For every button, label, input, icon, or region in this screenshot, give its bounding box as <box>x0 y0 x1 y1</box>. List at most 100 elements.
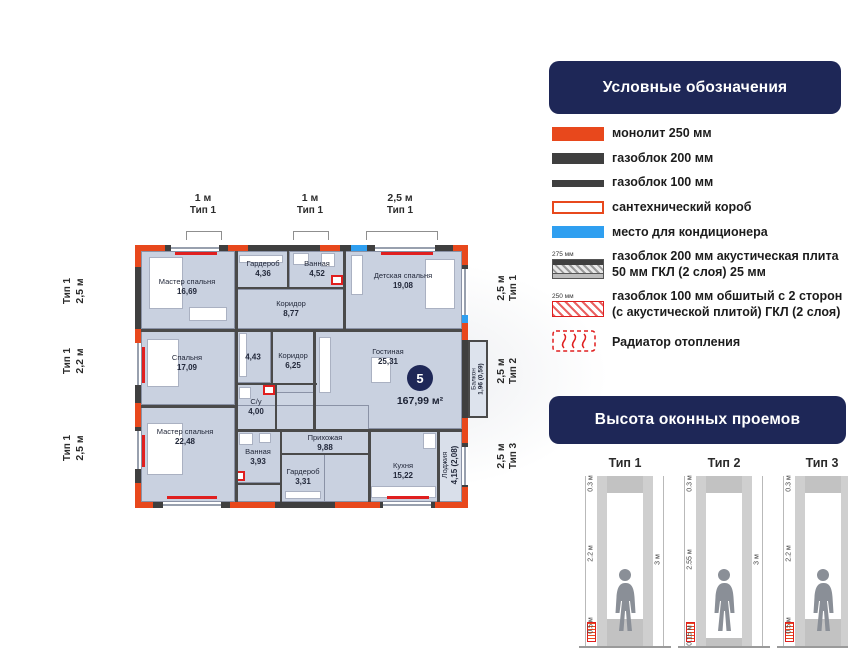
radiator-strip <box>167 496 217 499</box>
monolith-wall-segment <box>462 245 468 265</box>
room-label-corridor2: Коридор 6,25 <box>278 351 308 370</box>
dimension-line <box>585 476 586 648</box>
window-segment <box>383 502 431 508</box>
dimension-line <box>783 476 784 648</box>
room-label-corridor1: Коридор 8,77 <box>276 299 306 318</box>
room-label-master1: Мастер спальня 16,69 <box>158 277 216 296</box>
furniture-bath-fixture <box>259 433 271 443</box>
monolith-wall-segment <box>453 245 468 251</box>
floor-line <box>579 646 671 648</box>
window-type-label-2: Тип 2 <box>707 456 741 470</box>
ac-place-swatch <box>552 226 604 239</box>
dim-middle: 2.2 м <box>587 545 595 562</box>
dim-top-3: 2,5 м Тип 1 <box>368 192 432 218</box>
radiator-icon <box>552 329 596 352</box>
plumbing-box-swatch <box>552 201 604 215</box>
dim-size: 2,2 м <box>74 348 86 374</box>
gasblock-200-swatch <box>552 152 604 164</box>
dim-size: 2,5 м <box>495 275 507 301</box>
sanitary-box <box>263 385 275 395</box>
monolith-wall-segment <box>135 245 141 267</box>
person-icon <box>813 569 834 631</box>
dim-top: 0.3 м <box>587 475 595 492</box>
dim-top: 0.3 м <box>686 475 694 492</box>
interior-wall <box>275 385 277 431</box>
furniture-desk <box>351 255 363 295</box>
window-type-diagram-1: 0.3 м 2.2 м 0.5 м 3 м <box>579 475 671 648</box>
wall-section <box>742 476 752 646</box>
monolith-wall-segment <box>320 245 340 251</box>
radiator-strip <box>387 496 429 499</box>
window-segment <box>171 245 219 251</box>
dim-bracket <box>186 231 222 240</box>
furniture-bath-fixture <box>321 253 335 267</box>
room-label-bath2: Ванная 3,93 <box>245 447 271 466</box>
monolith-wall-segment <box>135 403 141 427</box>
monolith-wall-segment <box>135 483 141 508</box>
lintel-bar <box>805 476 841 493</box>
dim-bottom: 0.5 м <box>785 617 793 634</box>
window-type-label-3: Тип 3 <box>805 456 839 470</box>
dim-size: 2,5 м <box>495 358 507 384</box>
wall-section <box>643 476 653 646</box>
legend-header: Условные обозначения <box>549 61 841 114</box>
legend-item: монолит 250 мм <box>552 126 846 142</box>
ac-spot-segment <box>462 315 468 323</box>
dim-left-2: Тип 1 2,2 м <box>62 319 88 403</box>
dim-type: Тип 2 <box>507 357 519 385</box>
legend-label: газоблок 200 мм <box>612 150 714 165</box>
interior-wall <box>237 287 345 289</box>
interior-wall <box>237 383 317 385</box>
room-label-closet: 4,43 <box>245 352 261 362</box>
monolith-wall-segment <box>435 502 468 508</box>
room-label-kids: Детская спальня 19,08 <box>373 271 433 290</box>
room-label-kitchen: Кухня 15,22 <box>392 461 414 480</box>
room-label-bedroom: Спальня 17,09 <box>171 353 203 372</box>
legend-item: место для кондиционера <box>552 225 846 241</box>
sill-bar <box>805 619 841 646</box>
legend-item: 275 мм газоблок 200 мм акустическая плит… <box>552 249 846 280</box>
sill-bar <box>607 619 643 646</box>
person-icon <box>615 569 636 631</box>
room-label-wc: С/у 4,00 <box>248 397 264 416</box>
wall-section <box>795 476 805 646</box>
radiator-strip <box>175 252 217 255</box>
dim-right-1: 2,5 м Тип 1 <box>495 246 521 330</box>
interior-wall <box>235 251 238 502</box>
interior-wall <box>287 251 289 289</box>
radiator-icon <box>686 622 695 642</box>
furniture-bath-fixture <box>239 433 253 445</box>
room-label-hall: Прихожая 9,88 <box>307 433 343 452</box>
monolith-wall-segment <box>135 329 141 353</box>
dim-bracket <box>366 231 438 240</box>
interior-wall <box>343 251 346 331</box>
furniture-table <box>371 357 391 383</box>
radiator-icon <box>587 622 596 642</box>
window-type-label-1: Тип 1 <box>608 456 642 470</box>
dimension-line <box>684 476 685 648</box>
legend-item: Радиатор отопления <box>552 329 846 357</box>
floor-plan: Балкон 1,96 (0,59) Мастер спальня 16,69 … <box>135 245 488 508</box>
window-type-diagram-3: 0.3 м 2.2 м 0.5 м 3 м <box>777 475 848 648</box>
lintel-bar <box>706 476 742 493</box>
legend-item: газоблок 100 мм <box>552 175 846 191</box>
room-label-master2: Мастер спальня 22,48 <box>156 427 214 446</box>
room-label-wardrobe1: Гардероб 4,36 <box>246 259 280 278</box>
interior-wall <box>271 331 273 383</box>
legend-item: газоблок 200 мм <box>552 151 846 167</box>
dim-size: 2,5 м <box>74 435 86 461</box>
window-segment <box>163 502 221 508</box>
dim-top-1: 1 м Тип 1 <box>171 192 235 218</box>
dim-size: 2,5 м <box>387 192 413 204</box>
dim-size: 1 м <box>301 192 319 204</box>
furniture-wardrobe-strip <box>239 333 247 377</box>
dim-left-3: Тип 1 2,5 м <box>62 406 88 490</box>
monolith-wall-segment <box>462 323 468 340</box>
room-label-bath1: Ванная 4,52 <box>304 259 330 278</box>
legend-title: Условные обозначения <box>602 78 788 96</box>
window-segment <box>135 431 141 469</box>
legend-label: место для кондиционера <box>612 224 768 239</box>
legend-item: 250 мм газоблок 100 мм обшитый с 2 сторо… <box>552 289 846 320</box>
interior-wall <box>235 429 462 432</box>
dim-type: Тип 1 <box>62 347 73 375</box>
